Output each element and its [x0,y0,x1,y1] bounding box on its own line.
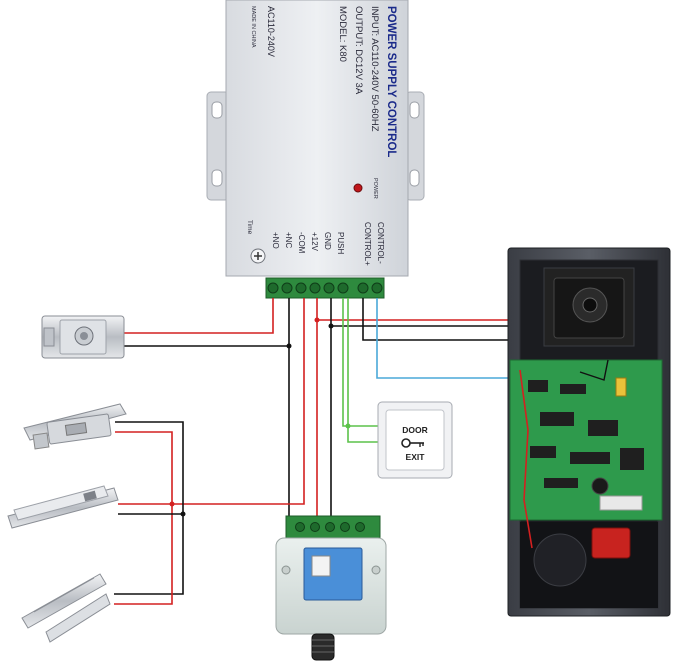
magnetic-lock-2 [21,573,111,643]
psu-voltage-label: AC110-240V [266,6,276,57]
terminal-label-control-plus: CONTROL+ [363,222,372,266]
wire-green-push [342,298,380,427]
terminal-label-no: +NO [271,232,280,249]
psu-model: MODEL: K80 [337,6,348,62]
magnetic-lock-1 [7,485,119,529]
psu-time-label: Time [246,220,253,235]
door-exit-button[interactable]: DOOR EXIT [377,401,453,479]
electric-strike [23,403,127,450]
wireless-relay-module [275,515,387,661]
exit-button-line2: EXIT [406,452,426,462]
door-phone-panel [507,247,671,617]
wire-green-push2 [347,298,380,443]
terminal-label-gnd: GND [323,232,332,250]
psu-power-led-label: POWER [372,178,378,199]
wiring [114,298,581,605]
speaker-icon [533,533,587,587]
terminal-label-push: PUSH [336,232,345,254]
psu-title: POWER SUPPLY CONTROL [385,6,397,157]
antenna-coil [311,633,335,661]
terminal-label-12v: +12V [310,232,319,252]
terminal-label-control-minus: CONTROL- [376,222,385,264]
psu-output-spec: OUTPUT: DC12V 3A [353,6,364,95]
psu-origin-label: MADE IN CHINA [250,6,256,48]
wire-red-lock [122,298,274,334]
wire-red-strike [114,431,173,605]
wire-black-lock [122,298,290,347]
power-supply-unit: POWER SUPPLY CONTROL INPUT: AC110-240V 5… [206,0,425,299]
key-icon [401,438,424,448]
terminal-label-com: -COM [297,232,306,254]
psu-input-spec: INPUT: AC110-240V 50-60HZ [369,6,380,132]
wire-blue-control [376,298,560,379]
power-led-icon [353,183,363,193]
wire-black-strike [114,421,184,595]
wire-red-maglock [118,298,305,505]
psu-housing [225,0,409,277]
psu-terminal-labels: +NO +NC -COM +12V GND PUSH CONTROL+ CONT… [271,222,385,266]
electric-lock [41,315,125,359]
terminal-label-nc: +NC [284,232,293,248]
exit-button-line1: DOOR [402,425,428,435]
